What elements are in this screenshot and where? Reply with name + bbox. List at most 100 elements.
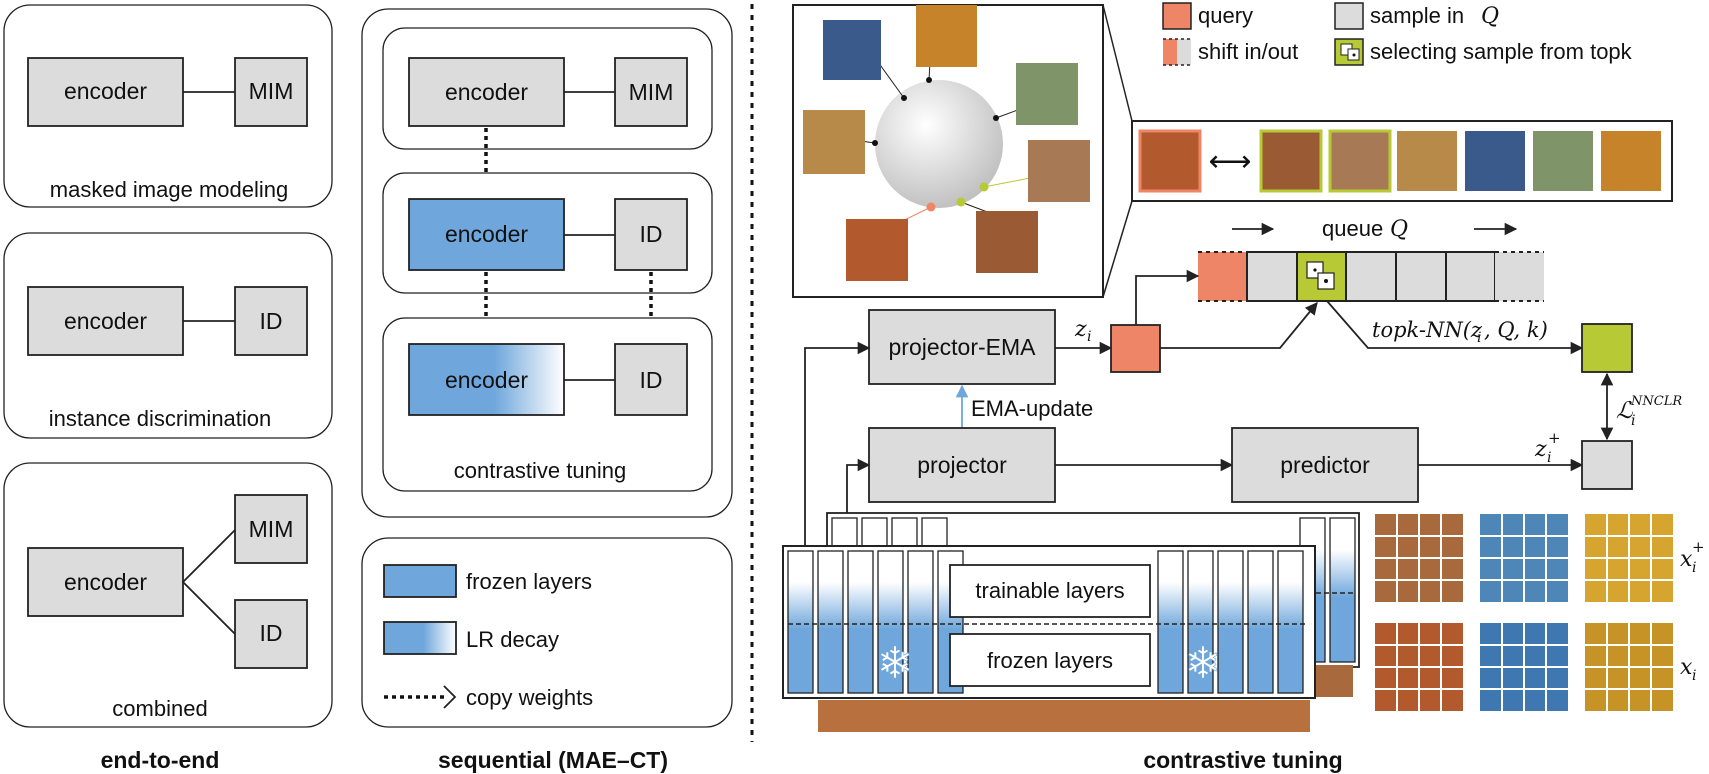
ct-legend-query-swatch bbox=[1162, 2, 1192, 30]
ct-legend-sample-swatch bbox=[1334, 2, 1364, 30]
thumb-fox-query bbox=[846, 219, 908, 281]
ct-title: contrastive tuning bbox=[1143, 747, 1342, 773]
view-grid-fish-plus bbox=[1480, 514, 1568, 602]
query-box bbox=[1110, 324, 1161, 373]
trainable-layers-label: trainable layers bbox=[975, 578, 1124, 603]
dice-icon bbox=[1340, 43, 1360, 61]
ct-legend-shift-orange bbox=[1163, 39, 1177, 65]
snowflake-icon: ❄ bbox=[877, 638, 914, 689]
seq-stage2-encoder-label: encoder bbox=[445, 221, 528, 247]
seq-legend-copy-head bbox=[443, 685, 457, 709]
seq-stage1-head-label: MIM bbox=[629, 79, 674, 105]
seq-stage3-encoder-label: encoder bbox=[445, 367, 528, 393]
z-plus-subscript: i bbox=[1547, 450, 1551, 466]
panel-sequential: encoder MIM encoder ID encoder ID contra… bbox=[361, 8, 733, 773]
e2e-id-head-box bbox=[234, 286, 308, 356]
projector-ema-label: projector-EMA bbox=[889, 334, 1037, 360]
thumb-fox-young bbox=[976, 211, 1038, 273]
seq-legend-frozen-swatch bbox=[383, 564, 457, 598]
ct-neighbor-point bbox=[956, 197, 966, 207]
queue-shift-out bbox=[1495, 252, 1544, 301]
loss-subscript: i bbox=[1631, 413, 1635, 429]
seq-stage1-encoder-label: encoder bbox=[445, 79, 528, 105]
projector-ema-box bbox=[868, 309, 1056, 385]
ct-queue bbox=[1198, 251, 1544, 302]
view-grid-fish bbox=[1480, 623, 1568, 711]
strip-compare-arrow: ⟷ bbox=[1208, 145, 1251, 178]
e2e-id-caption: instance discrimination bbox=[49, 406, 272, 431]
ct-legend-sample-symbol: Q bbox=[1481, 4, 1499, 29]
nn-output-box bbox=[1581, 323, 1633, 373]
e2e-combined-id-box bbox=[234, 599, 308, 669]
x-plus-subscript: i bbox=[1692, 560, 1696, 576]
topk-subscript: i bbox=[1477, 330, 1481, 346]
prediction-output-box bbox=[1581, 440, 1633, 490]
z-plus-label: z bbox=[1534, 437, 1547, 462]
strip-nn-6 bbox=[1601, 131, 1661, 191]
z-i-subscript: i bbox=[1087, 329, 1091, 345]
thumb-butterfly bbox=[916, 5, 977, 67]
seq-stage2-head-box bbox=[614, 198, 688, 271]
view-grid-fox-plus bbox=[1375, 514, 1463, 602]
strip-query-image bbox=[1138, 129, 1202, 193]
e2e-combined-mim-label: MIM bbox=[249, 516, 294, 542]
encoder-to-projector-arrow bbox=[846, 458, 871, 517]
view-grid-bus bbox=[1585, 623, 1673, 711]
strip-nn-1 bbox=[1259, 129, 1323, 193]
view-grid-fox bbox=[1375, 623, 1463, 711]
ema-update-label: EMA-update bbox=[971, 396, 1093, 421]
e2e-mim-caption: masked image modeling bbox=[50, 177, 288, 202]
panel-end-to-end: encoder MIM masked image modeling encode… bbox=[3, 4, 333, 773]
e2e-mim-head-label: MIM bbox=[249, 78, 294, 104]
ct-legend-shift-label: shift in/out bbox=[1198, 39, 1298, 64]
predictor-box bbox=[1231, 427, 1419, 503]
x-plus-superscript: + bbox=[1692, 538, 1705, 556]
strip-nn-5 bbox=[1533, 131, 1593, 191]
seq-legend-lrdecay-label: LR decay bbox=[466, 627, 559, 652]
projector-box bbox=[868, 427, 1056, 503]
seq-stage3-encoder-box bbox=[408, 343, 565, 416]
topk-arrow bbox=[1326, 300, 1584, 355]
seq-legend-copy-label: copy weights bbox=[466, 685, 593, 710]
ct-legend-shift-gray bbox=[1177, 39, 1191, 65]
ct-zoom-line-bottom bbox=[1102, 200, 1133, 298]
z-i-label: z bbox=[1074, 317, 1087, 342]
ct-queue-label: queue bbox=[1322, 216, 1383, 241]
input-patch-side bbox=[1313, 665, 1353, 697]
thumb-cheetah bbox=[803, 110, 865, 174]
frozen-layers-box bbox=[949, 633, 1151, 687]
snowflake-icon: ❄ bbox=[1185, 638, 1222, 689]
x-i-label: x bbox=[1680, 655, 1693, 680]
ct-legend-sample-label: sample in bbox=[1370, 3, 1464, 28]
seq-legend-lrdecay-swatch bbox=[383, 621, 457, 655]
strip-nn-2 bbox=[1328, 129, 1392, 193]
x-plus-label: x bbox=[1680, 547, 1693, 572]
query-to-select-arrow bbox=[1160, 302, 1318, 349]
ct-legend-select-label: selecting sample from topk bbox=[1370, 39, 1633, 64]
e2e-combined-id-label: ID bbox=[260, 620, 283, 646]
panel-contrastive-tuning: query shift in/out sample in Q selecting… bbox=[782, 2, 1705, 773]
e2e-mim-head-box bbox=[234, 57, 308, 127]
thumb-fox-kits bbox=[1028, 140, 1090, 202]
ct-legend-query-label: query bbox=[1198, 3, 1253, 28]
strip-nn-3 bbox=[1397, 131, 1457, 191]
query-to-queue-arrow bbox=[1135, 269, 1200, 325]
thumb-ladybug bbox=[1016, 63, 1078, 125]
e2e-title: end-to-end bbox=[101, 747, 220, 773]
queue-shift-in bbox=[1198, 252, 1247, 301]
predictor-label: predictor bbox=[1280, 452, 1370, 478]
e2e-mim-encoder-box bbox=[27, 57, 184, 127]
loss-superscript: NNCLR bbox=[1630, 394, 1682, 409]
loss-label: ℒ bbox=[1616, 398, 1633, 424]
queue-body bbox=[1246, 251, 1496, 302]
e2e-combined-caption: combined bbox=[112, 696, 207, 721]
seq-stage3-head-label: ID bbox=[640, 367, 663, 393]
ct-queue-symbol: Q bbox=[1390, 217, 1408, 242]
e2e-combined-fork bbox=[181, 529, 236, 635]
seq-stage1-encoder-box bbox=[408, 57, 565, 127]
input-patch-strip bbox=[818, 700, 1310, 732]
seq-stage2-encoder-box bbox=[408, 198, 565, 271]
seq-stage1-head-box bbox=[614, 57, 688, 127]
z-plus-superscript: + bbox=[1548, 429, 1561, 447]
